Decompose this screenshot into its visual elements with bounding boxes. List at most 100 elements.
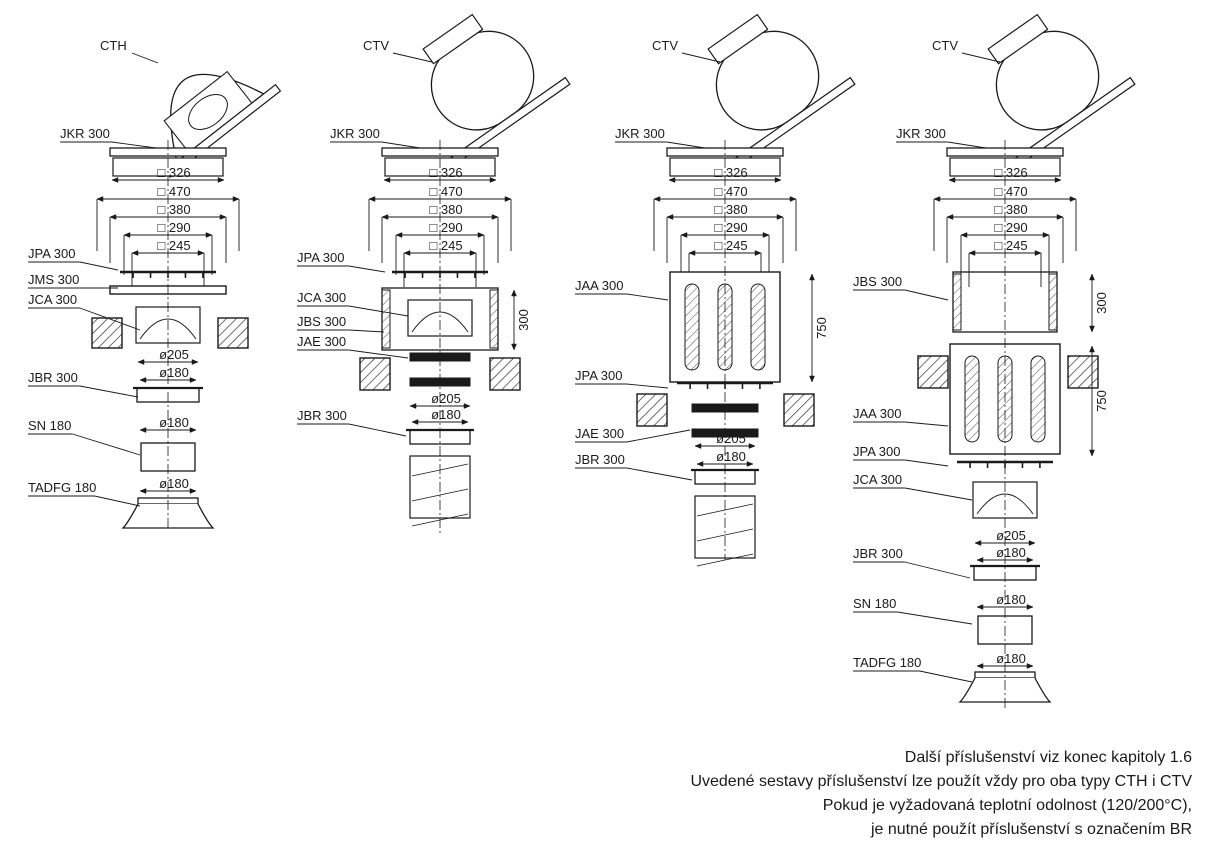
dimension-arrow xyxy=(946,214,954,220)
dimension-label: □ 380 xyxy=(157,202,190,217)
dimension-label: □ 380 xyxy=(994,202,1027,217)
leader-line xyxy=(392,52,433,63)
part-label: JBR 300 xyxy=(853,546,903,561)
silencer-baffle xyxy=(750,283,766,371)
part-label: JPA 300 xyxy=(297,250,344,265)
part-label: JKR 300 xyxy=(330,126,380,141)
leader-line xyxy=(626,467,693,481)
dimension-arrow xyxy=(409,403,417,409)
part-label: JAA 300 xyxy=(853,406,901,421)
dimension-arrow xyxy=(1034,250,1042,256)
dimension-arrow xyxy=(205,232,213,238)
leader-line xyxy=(947,141,987,149)
dimension-arrow xyxy=(789,196,797,202)
leader-line xyxy=(348,265,386,273)
dimension-label: □ 326 xyxy=(429,165,462,180)
leader-line xyxy=(131,52,159,64)
dimension-arrow xyxy=(976,557,984,563)
part-label: JCA 300 xyxy=(28,292,77,307)
leader-line xyxy=(626,429,691,443)
part-label: JAE 300 xyxy=(297,334,346,349)
leader-line xyxy=(904,487,973,501)
leader-line xyxy=(904,289,949,301)
dimension-arrow xyxy=(504,196,512,202)
wall-section xyxy=(359,357,391,391)
dimension-label: ø205 xyxy=(159,347,189,362)
part-label: JBR 300 xyxy=(297,408,347,423)
dimension-arrow xyxy=(189,377,197,383)
dimension-label: □ 290 xyxy=(994,220,1027,235)
dimension-arrow xyxy=(217,177,225,183)
silencer-baffle xyxy=(1030,355,1046,443)
fire-lining xyxy=(1048,273,1058,331)
leader-line xyxy=(904,421,949,427)
dimension-label: □ 245 xyxy=(994,238,1027,253)
fan-ctv xyxy=(422,13,571,166)
fan-label: CTV xyxy=(363,38,389,53)
dimension-arrow xyxy=(189,427,197,433)
dimension-arrow xyxy=(809,273,815,281)
diagram-canvas: CTH □ 326 □ 470 □ 380 □ 290 □ 245 ø205 ø180 ø180… xyxy=(28,13,1136,708)
part-label: JBR 300 xyxy=(28,370,78,385)
leader-line xyxy=(626,293,669,301)
fan-ctv xyxy=(987,13,1136,166)
dimension-arrow xyxy=(1089,273,1095,281)
dimension-arrow xyxy=(1054,177,1062,183)
fire-lining xyxy=(381,289,391,349)
dimension-arrow xyxy=(189,488,197,494)
dimension-arrow xyxy=(395,232,403,238)
fan-housing xyxy=(995,30,1100,131)
part-label: SN 180 xyxy=(28,418,71,433)
dimension-arrow xyxy=(403,250,411,256)
dimension-label: 750 xyxy=(814,317,829,339)
dimension-label: □ 326 xyxy=(157,165,190,180)
dimension-label: □ 326 xyxy=(714,165,747,180)
fan-housing xyxy=(715,30,820,131)
part-label: JBS 300 xyxy=(853,274,902,289)
leader-line xyxy=(79,385,139,398)
leader-line xyxy=(961,52,1001,63)
dimension-label: □ 470 xyxy=(429,184,462,199)
dimension-arrow xyxy=(139,377,147,383)
dimension-arrow xyxy=(111,177,119,183)
fan-motor xyxy=(707,13,769,65)
dimension-arrow xyxy=(809,375,815,383)
dimension-arrow xyxy=(968,250,976,256)
dimension-label: ø180 xyxy=(159,476,189,491)
dimension-arrow xyxy=(123,232,131,238)
dimension-arrow xyxy=(1089,325,1095,333)
dimension-arrow xyxy=(1026,557,1034,563)
fan-motor xyxy=(987,13,1049,65)
dimension-arrow xyxy=(688,250,696,256)
dimension-label: 300 xyxy=(1094,292,1109,314)
fan-label: CTH xyxy=(100,38,127,53)
leader-line xyxy=(348,305,409,317)
dimension-arrow xyxy=(960,232,968,238)
dimension-label: □ 470 xyxy=(714,184,747,199)
part-label: JBR 300 xyxy=(575,452,625,467)
wall-section xyxy=(217,317,249,349)
part-label: JKR 300 xyxy=(615,126,665,141)
dimension-arrow xyxy=(1089,345,1095,353)
note-line: Další příslušenství viz konec kapitoly 1… xyxy=(904,749,1192,766)
dimension-arrow xyxy=(191,359,199,365)
dimension-label: ø205 xyxy=(996,528,1026,543)
dimension-arrow xyxy=(754,250,762,256)
dimension-arrow xyxy=(974,540,982,546)
leader-line xyxy=(79,307,141,331)
dimension-label: ø180 xyxy=(716,449,746,464)
notes-block: Další příslušenství viz konec kapitoly 1… xyxy=(690,746,1192,842)
note-line: Pokud je vyžadovaná teplotní odolnost (1… xyxy=(822,797,1192,814)
leader-line xyxy=(919,670,973,683)
part-label: SN 180 xyxy=(853,596,896,611)
leader-line xyxy=(111,141,157,149)
dimension-arrow xyxy=(666,214,674,220)
dimension-label: ø180 xyxy=(996,651,1026,666)
dimension-arrow xyxy=(976,663,984,669)
dimension-label: ø205 xyxy=(716,431,746,446)
dimension-arrow xyxy=(197,250,205,256)
dimension-arrow xyxy=(1069,196,1077,202)
dimension-arrow xyxy=(1026,663,1034,669)
dimension-label: □ 245 xyxy=(157,238,190,253)
